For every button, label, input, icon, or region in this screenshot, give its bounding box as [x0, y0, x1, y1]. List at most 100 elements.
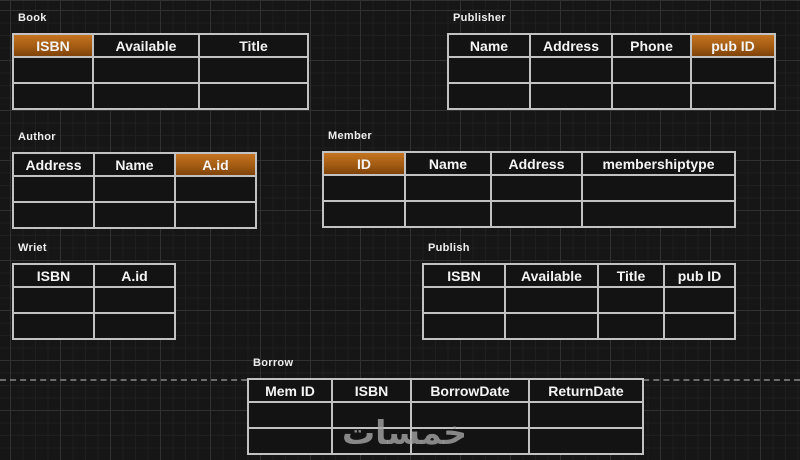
empty-cell[interactable]	[663, 286, 736, 314]
column-header-phone[interactable]: Phone	[611, 33, 692, 58]
empty-cell[interactable]	[490, 200, 583, 228]
column-header-a-id[interactable]: A.id	[93, 263, 176, 288]
column-header-borrowdate[interactable]: BorrowDate	[410, 378, 530, 403]
empty-cell[interactable]	[410, 401, 530, 429]
empty-cell[interactable]	[404, 200, 492, 228]
column-header-returndate[interactable]: ReturnDate	[528, 378, 644, 403]
empty-cell[interactable]	[198, 56, 309, 84]
empty-cell[interactable]	[490, 174, 583, 202]
empty-cell[interactable]	[581, 200, 736, 228]
column-header-name[interactable]: Name	[93, 152, 176, 177]
empty-cell[interactable]	[12, 82, 94, 110]
empty-cell[interactable]	[528, 427, 644, 455]
column-header-address[interactable]: Address	[529, 33, 613, 58]
empty-cell[interactable]	[410, 427, 530, 455]
empty-cell[interactable]	[92, 82, 200, 110]
empty-row	[422, 286, 736, 314]
column-header-address[interactable]: Address	[12, 152, 95, 177]
table-title: Publisher	[453, 12, 506, 24]
empty-cell[interactable]	[92, 56, 200, 84]
empty-cell[interactable]	[529, 82, 613, 110]
empty-cell[interactable]	[581, 174, 736, 202]
empty-cell[interactable]	[611, 82, 692, 110]
column-header-address[interactable]: Address	[490, 151, 583, 176]
empty-cell[interactable]	[447, 82, 531, 110]
empty-cell[interactable]	[422, 312, 506, 340]
empty-cell[interactable]	[93, 286, 176, 314]
empty-cell[interactable]	[611, 56, 692, 84]
empty-cell[interactable]	[404, 174, 492, 202]
empty-cell[interactable]	[331, 401, 412, 429]
empty-row	[447, 82, 776, 110]
column-header-pub-id[interactable]: pub ID	[663, 263, 736, 288]
empty-cell[interactable]	[690, 82, 776, 110]
empty-row	[447, 56, 776, 84]
column-header-available[interactable]: Available	[504, 263, 599, 288]
empty-row	[12, 286, 176, 314]
column-header-available[interactable]: Available	[92, 33, 200, 58]
column-header-membershiptype[interactable]: membershiptype	[581, 151, 736, 176]
empty-cell[interactable]	[174, 201, 257, 229]
empty-row	[12, 56, 309, 84]
table-title: Author	[18, 131, 56, 143]
column-header-name[interactable]: Name	[404, 151, 492, 176]
column-header-id[interactable]: ID	[322, 151, 406, 176]
column-header-isbn[interactable]: ISBN	[12, 33, 94, 58]
empty-row	[322, 174, 736, 202]
empty-cell[interactable]	[597, 312, 665, 340]
empty-cell[interactable]	[447, 56, 531, 84]
column-header-title[interactable]: Title	[597, 263, 665, 288]
empty-cell[interactable]	[322, 200, 406, 228]
empty-row	[247, 427, 644, 455]
empty-cell[interactable]	[12, 286, 95, 314]
empty-cell[interactable]	[198, 82, 309, 110]
empty-cell[interactable]	[12, 175, 95, 203]
empty-cell[interactable]	[174, 175, 257, 203]
column-header-isbn[interactable]: ISBN	[331, 378, 412, 403]
empty-cell[interactable]	[663, 312, 736, 340]
column-header-name[interactable]: Name	[447, 33, 531, 58]
empty-row	[422, 312, 736, 340]
empty-cell[interactable]	[12, 201, 95, 229]
empty-cell[interactable]	[322, 174, 406, 202]
column-header-isbn[interactable]: ISBN	[422, 263, 506, 288]
table-title: Wriet	[18, 242, 47, 254]
column-header-title[interactable]: Title	[198, 33, 309, 58]
empty-cell[interactable]	[247, 401, 333, 429]
empty-cell[interactable]	[93, 312, 176, 340]
empty-cell[interactable]	[690, 56, 776, 84]
column-header-isbn[interactable]: ISBN	[12, 263, 95, 288]
table-title: Publish	[428, 242, 470, 254]
empty-cell[interactable]	[12, 56, 94, 84]
empty-row	[12, 312, 176, 340]
empty-cell[interactable]	[247, 427, 333, 455]
empty-cell[interactable]	[12, 312, 95, 340]
column-header-pub-id[interactable]: pub ID	[690, 33, 776, 58]
empty-cell[interactable]	[504, 286, 599, 314]
empty-cell[interactable]	[597, 286, 665, 314]
empty-row	[322, 200, 736, 228]
column-header-a-id[interactable]: A.id	[174, 152, 257, 177]
table-title: Borrow	[253, 357, 294, 369]
empty-cell[interactable]	[504, 312, 599, 340]
empty-cell[interactable]	[93, 175, 176, 203]
empty-cell[interactable]	[331, 427, 412, 455]
empty-row	[12, 175, 257, 203]
column-header-mem-id[interactable]: Mem ID	[247, 378, 333, 403]
empty-cell[interactable]	[93, 201, 176, 229]
empty-cell[interactable]	[528, 401, 644, 429]
empty-cell[interactable]	[529, 56, 613, 84]
empty-cell[interactable]	[422, 286, 506, 314]
